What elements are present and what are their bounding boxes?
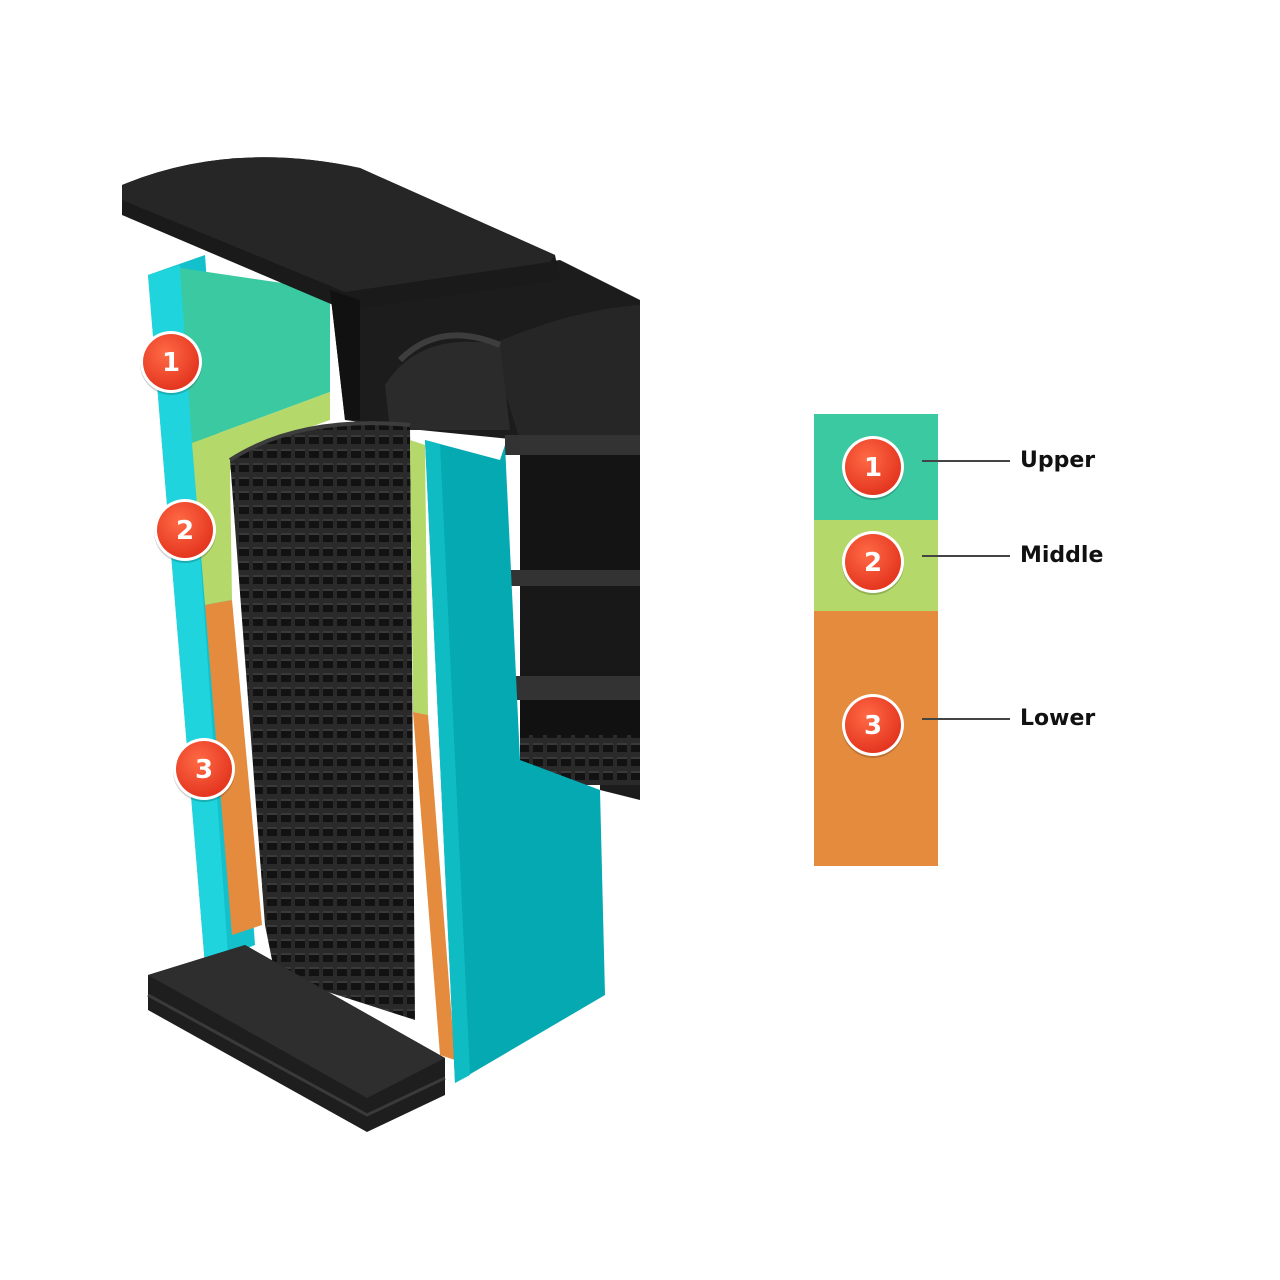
- legend-label-lower: Lower: [1020, 706, 1095, 731]
- badge-middle-illustration: 2: [154, 499, 216, 563]
- badge-lower-legend-number: 3: [864, 711, 882, 741]
- badge-middle-legend-number: 2: [864, 548, 882, 578]
- badge-upper-legend-number: 1: [864, 453, 882, 483]
- badge-lower-illustration: 3: [173, 738, 235, 802]
- legend-label-middle: Middle: [1020, 543, 1103, 568]
- badge-lower-illustration-number: 3: [195, 755, 213, 785]
- badge-upper-illustration: 1: [140, 331, 202, 395]
- legend-label-upper: Upper: [1020, 448, 1095, 473]
- badge-middle-illustration-number: 2: [176, 516, 194, 546]
- badge-upper-illustration-number: 1: [162, 348, 180, 378]
- unit-cutaway-illustration: [122, 157, 640, 1132]
- zone-middle-strip-right: [410, 440, 428, 715]
- badge-upper-legend: 1: [842, 436, 904, 500]
- badge-lower-legend: 3: [842, 694, 904, 758]
- fin-block: [230, 423, 415, 1020]
- zone-legend: 1 Upper 2 Middle 3 Lower: [814, 414, 1103, 866]
- badge-middle-legend: 2: [842, 531, 904, 595]
